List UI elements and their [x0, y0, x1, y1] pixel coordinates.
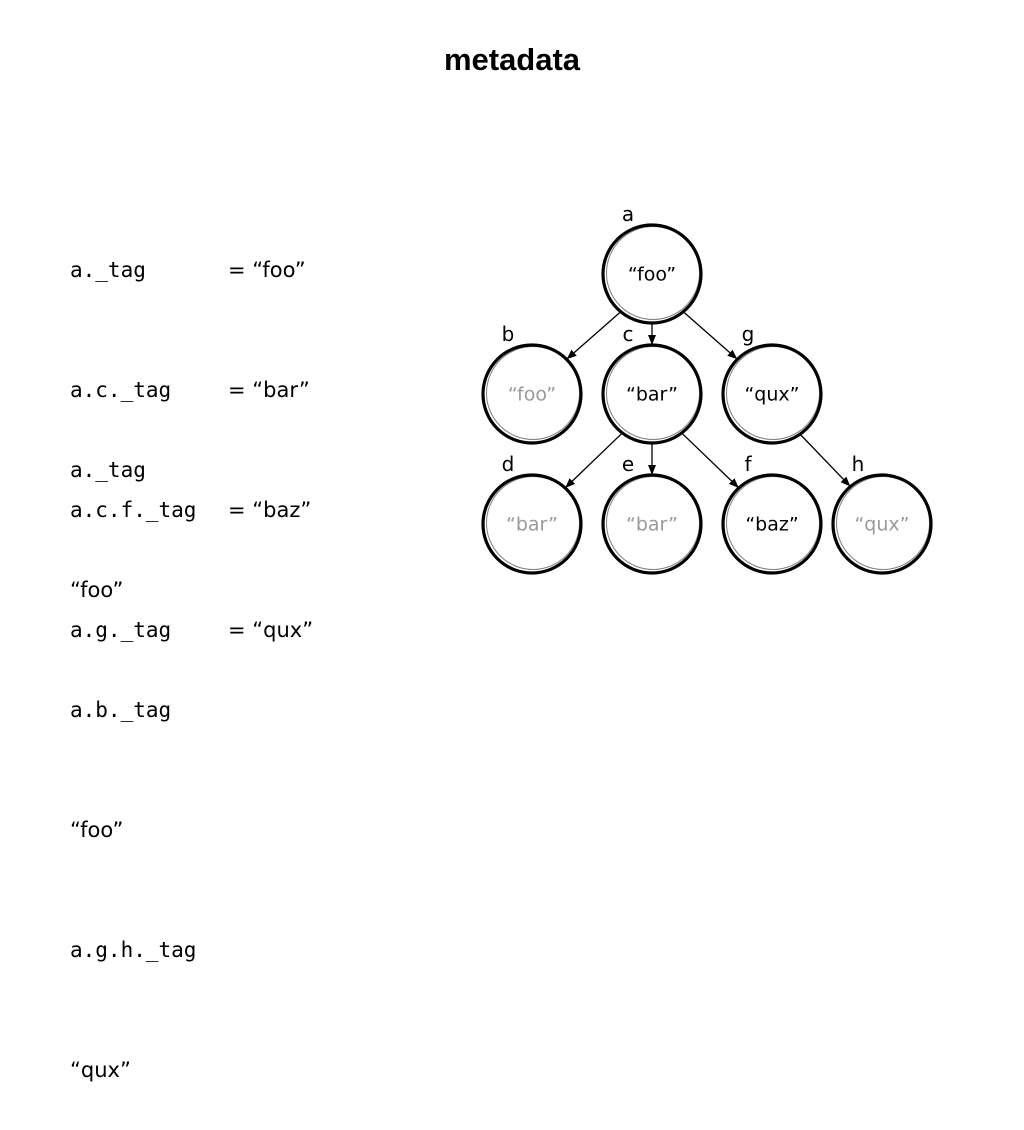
assignment-rhs: = “bar”	[228, 378, 310, 402]
tree-node-f: “baz” f	[721, 452, 823, 575]
assignment-rhs: = “baz”	[228, 498, 312, 522]
assignment-line: a.g._tag = “qux”	[70, 610, 313, 650]
edge-a-g	[677, 306, 738, 360]
node-value: “qux”	[854, 514, 909, 536]
read-result: “qux”	[70, 1058, 131, 1082]
read-expression: a.b._tag	[70, 698, 172, 722]
node-label: h	[852, 452, 865, 476]
node-circle	[721, 343, 823, 445]
node-circle-texture	[836, 476, 930, 570]
tree-node-h: “qux” h	[831, 452, 933, 575]
slide-title: metadata	[443, 42, 581, 77]
assignment-code-block: a._tag = “foo” a.c._tag = “bar” a.c.f._tag…	[70, 170, 313, 690]
edge-g-h	[795, 429, 851, 487]
read-result: “foo”	[70, 818, 124, 842]
node-circle-texture	[606, 346, 700, 440]
node-value: “bar”	[506, 514, 558, 536]
tag-tree-diagram: “foo” a “foo” b “bar” c “qux” g “bar” d “bar” e “baz…	[481, 202, 933, 575]
node-value: “foo”	[508, 384, 556, 406]
edge-a-b	[566, 306, 627, 360]
node-circle-texture	[606, 226, 700, 320]
node-value: “bar”	[626, 384, 678, 406]
assignment-line: a.c._tag = “bar”	[70, 370, 313, 410]
node-circle	[831, 473, 933, 575]
tree-node-g: “qux” g	[721, 322, 823, 445]
node-circle	[721, 473, 823, 575]
node-circle-texture	[726, 476, 820, 570]
assignment-lhs: a._tag	[70, 258, 146, 282]
node-label: f	[744, 452, 752, 476]
node-label: d	[502, 452, 515, 476]
node-circle	[601, 473, 703, 575]
tree-node-e: “bar” e	[601, 452, 703, 575]
tree-node-b: “foo” b	[481, 322, 583, 445]
assignment-rhs: = “qux”	[228, 618, 314, 642]
node-circle-texture	[486, 346, 580, 440]
node-label: a	[622, 202, 634, 226]
node-value: “foo”	[628, 264, 676, 286]
assignment-lhs: a.c._tag	[70, 378, 172, 402]
node-value: “bar”	[626, 514, 678, 536]
assignment-lhs: a.g._tag	[70, 618, 172, 642]
tree-node-c: “bar” c	[601, 322, 703, 445]
tree-node-d: “bar” d	[481, 452, 583, 575]
node-label: e	[622, 452, 634, 476]
node-circle-texture	[486, 476, 580, 570]
read-result: “foo”	[70, 578, 124, 602]
edge-c-f	[676, 428, 739, 488]
node-circle	[601, 223, 703, 325]
tree-node-a: “foo” a	[601, 202, 703, 325]
assignment-line: a.c.f._tag = “baz”	[70, 490, 313, 530]
assignment-line: a._tag = “foo”	[70, 250, 313, 290]
node-label: c	[623, 322, 634, 346]
node-circle	[481, 473, 583, 575]
assignment-rhs: = “foo”	[228, 258, 306, 282]
assignment-lhs: a.c.f._tag	[70, 498, 197, 522]
node-value: “baz”	[745, 514, 798, 536]
read-expression: a.g.h._tag	[70, 938, 197, 962]
edge-c-d	[565, 428, 628, 488]
node-circle	[481, 343, 583, 445]
node-value: “qux”	[744, 384, 799, 406]
node-circle-texture	[606, 476, 700, 570]
node-label: g	[742, 322, 755, 346]
read-expression: a._tag	[70, 458, 146, 482]
node-label: b	[502, 322, 515, 346]
node-circle	[601, 343, 703, 445]
node-circle-texture	[726, 346, 820, 440]
